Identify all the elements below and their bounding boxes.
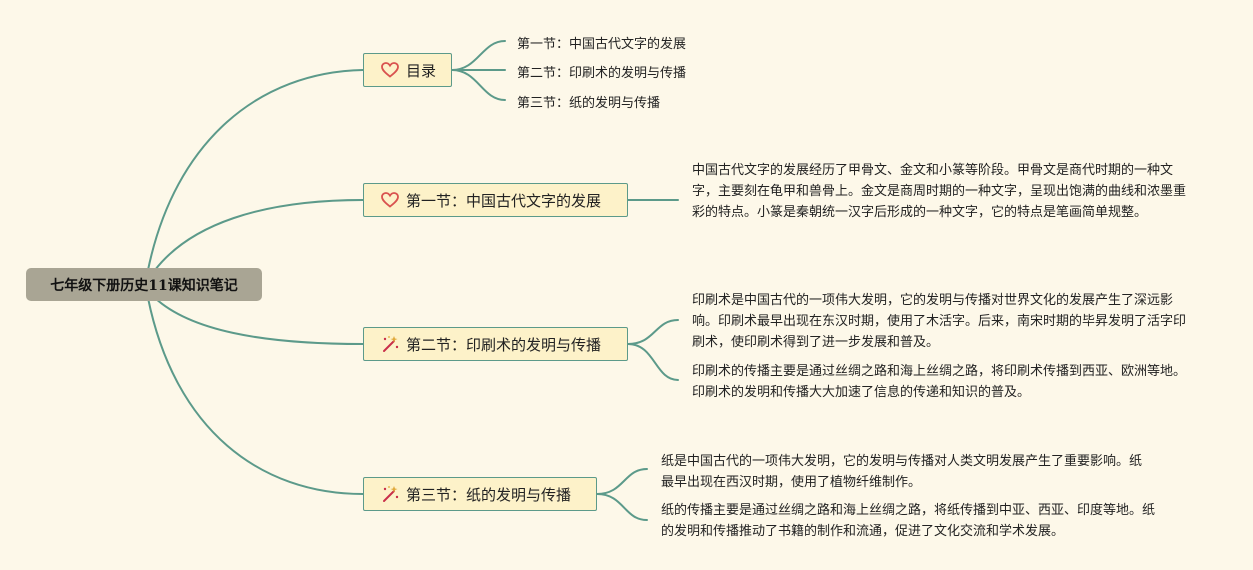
section-2-paragraph: 印刷术的传播主要是通过丝绸之路和海上丝绸之路，将印刷术传播到西亚、欧洲等地。印刷… <box>692 364 1187 400</box>
root-topic-label: 七年级下册历史11课知识笔记 <box>50 277 238 294</box>
connector-toc-item3 <box>451 69 506 101</box>
topic-section-1-label: 第一节：中国古代文字的发展 <box>406 191 602 210</box>
heart-icon <box>380 60 400 80</box>
topic-section-3[interactable]: 第三节：纸的发明与传播 <box>363 477 597 511</box>
heart-icon <box>380 190 400 210</box>
toc-item[interactable]: 第三节：纸的发明与传播 <box>517 96 661 111</box>
connector-root-s3 <box>147 297 364 495</box>
connector-s2-para2 <box>627 343 679 381</box>
section-1-paragraph: 中国古代文字的发展经历了甲骨文、金文和小篆等阶段。甲骨文是商代时期的一种文字，主… <box>692 163 1187 220</box>
toc-item[interactable]: 第二节：印刷术的发明与传播 <box>517 66 687 81</box>
connector-s3-para1 <box>596 468 648 495</box>
connector-root-s2 <box>154 297 364 345</box>
section-3-paragraph: 纸是中国古代的一项伟大发明，它的发明与传播对人类文明发展产生了重要影响。纸最早出… <box>661 454 1143 490</box>
connector-root-s1 <box>154 199 364 271</box>
connector-root-toc <box>147 69 364 271</box>
magic-wand-icon <box>380 334 400 354</box>
topic-toc-label: 目录 <box>406 61 437 80</box>
connector-s2-para1 <box>627 319 679 345</box>
magic-wand-icon <box>380 484 400 504</box>
connector-toc-item1 <box>451 40 506 71</box>
topic-section-1[interactable]: 第一节：中国古代文字的发展 <box>363 183 628 217</box>
section-3-paragraph: 纸的传播主要是通过丝绸之路和海上丝绸之路，将纸传播到中亚、西亚、印度等地。纸的发… <box>661 503 1156 539</box>
topic-section-2-label: 第二节：印刷术的发明与传播 <box>406 335 602 354</box>
connector-s3-para2 <box>596 493 648 521</box>
section-2-paragraph: 印刷术是中国古代的一项伟大发明，它的发明与传播对世界文化的发展产生了深远影响。印… <box>692 293 1187 350</box>
toc-item[interactable]: 第一节：中国古代文字的发展 <box>517 37 687 52</box>
root-topic[interactable]: 七年级下册历史11课知识笔记 <box>26 268 262 301</box>
topic-section-3-label: 第三节：纸的发明与传播 <box>406 485 572 504</box>
topic-toc[interactable]: 目录 <box>363 53 452 87</box>
topic-section-2[interactable]: 第二节：印刷术的发明与传播 <box>363 327 628 361</box>
